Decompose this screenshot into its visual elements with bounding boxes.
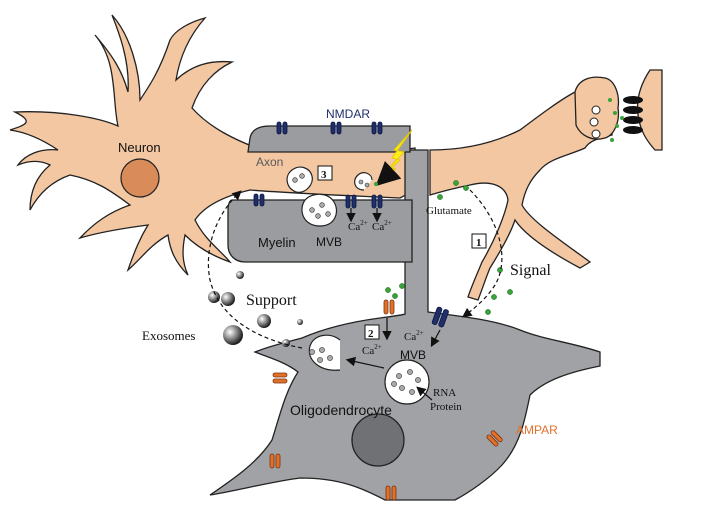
ca-base: Ca <box>372 221 384 233</box>
fusing-mvb <box>308 334 341 371</box>
signal-arrow <box>462 189 503 318</box>
exosomes-label: Exosomes <box>142 328 195 343</box>
oligo-mvb <box>384 359 430 405</box>
nmdar-receptors <box>253 121 449 328</box>
protein-label: Protein <box>430 401 462 413</box>
neuron-nucleus <box>120 158 160 198</box>
axon-terminal <box>429 69 663 301</box>
svg-text:Ca2+: Ca2+ <box>404 329 424 343</box>
oligo-calcium-1: Ca2+ <box>362 343 382 357</box>
postsynaptic-receptor <box>623 96 643 134</box>
nmdar-receptor <box>345 194 357 209</box>
oligo-ca-arrow <box>430 329 441 348</box>
ampar-receptor <box>269 453 281 469</box>
ca-charge: 2+ <box>374 343 382 351</box>
rna-arrow <box>416 386 433 401</box>
myelin-bottom <box>227 199 413 263</box>
exosomes <box>208 271 303 347</box>
step-2-box: 2 <box>364 324 380 340</box>
glutamate-label: Glutamate <box>426 205 472 217</box>
support-label: Support <box>246 292 297 309</box>
axon-calcium-1: Ca2+ <box>348 219 368 233</box>
ca-charge: 2+ <box>416 329 424 337</box>
svg-text:Ca2+: Ca2+ <box>348 219 368 233</box>
synaptic-glutamate <box>608 98 624 142</box>
ampar-receptors <box>269 299 503 501</box>
neuron-label: Neuron <box>118 140 161 155</box>
myelin-label: Myelin <box>258 235 296 250</box>
step-3-box: 3 <box>317 165 333 181</box>
nmdar-receptor <box>371 121 383 135</box>
axon-mvb <box>286 166 378 227</box>
nmdar-receptor <box>253 193 265 207</box>
ca-base: Ca <box>348 221 360 233</box>
ca-charge: 2+ <box>360 219 368 227</box>
glutamate-particles <box>385 180 513 315</box>
neuron: Neuron <box>9 14 416 276</box>
axon-calcium-2: Ca2+ <box>372 219 392 233</box>
ca-base: Ca <box>362 345 374 357</box>
mvb-release-arrow <box>345 356 385 369</box>
svg-text:Ca2+: Ca2+ <box>362 343 382 357</box>
nmdar-label: NMDAR <box>326 107 370 121</box>
svg-text:Ca2+: Ca2+ <box>372 219 392 233</box>
oligodendrocyte: Oligodendrocyte <box>209 149 601 501</box>
oligo-calcium-2: Ca2+ <box>404 329 424 343</box>
synaptic-vesicles <box>589 105 601 139</box>
nmdar-receptor <box>276 121 288 135</box>
ampar-receptor <box>383 299 395 315</box>
step-1-box: 1 <box>471 233 487 249</box>
nmdar-receptor <box>330 121 342 135</box>
ampar-label: AMPAR <box>516 423 558 437</box>
ampar-receptor <box>272 372 288 384</box>
ampar-receptor <box>385 485 397 501</box>
rna-label: RNA <box>433 387 456 399</box>
oligo-mvb-label: MVB <box>400 348 426 362</box>
step-2-number: 2 <box>368 328 374 340</box>
axon-label: Axon <box>256 155 283 169</box>
ampar-receptor <box>486 430 503 447</box>
lightning-arrow <box>375 160 402 187</box>
oligodendrocyte-nucleus <box>351 413 405 467</box>
myelin-top <box>247 125 411 153</box>
ca-base: Ca <box>404 331 416 343</box>
support-arrow <box>207 190 303 349</box>
neuron-body <box>9 14 416 276</box>
nmdar-receptor <box>431 306 449 328</box>
myelin-sheath: Axon Myelin <box>227 125 413 263</box>
signal-label: Signal <box>510 262 551 279</box>
oligodendrocyte-label: Oligodendrocyte <box>290 402 392 418</box>
ca-charge: 2+ <box>384 219 392 227</box>
nmdar-receptor <box>371 194 383 209</box>
axon-mvb-label: MVB <box>316 235 342 249</box>
step-3-number: 3 <box>321 169 327 181</box>
step-1-number: 1 <box>476 237 482 249</box>
oligodendrocyte-body <box>209 149 601 501</box>
